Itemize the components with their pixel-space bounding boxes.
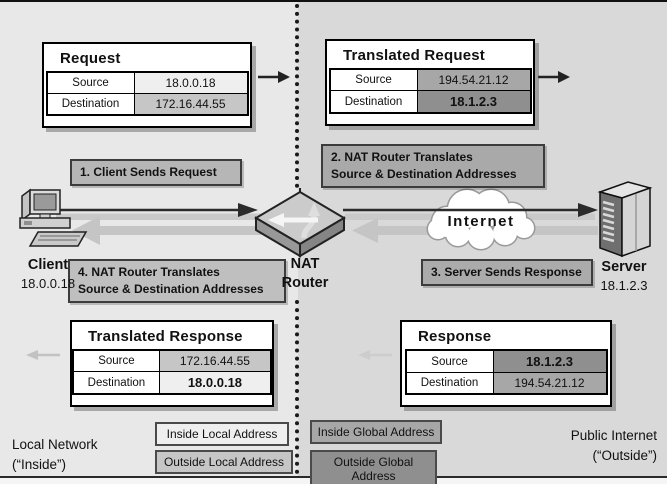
translated-request-address-table: Source 194.54.21.12 Destination 18.1.2.3 [328,68,532,114]
address-row-value: 18.0.0.18 [158,371,272,395]
server-address: 18.1.2.3 [600,277,648,293]
public-zone-line1: Public Internet [570,428,657,443]
server-node-label: Server 18.1.2.3 [584,258,664,294]
table-row: Source 18.1.2.3 [405,349,607,373]
internet-cloud-icon: Internet [426,188,536,251]
nat-router-name-line2: Router [281,274,329,291]
network-boundary-divider-bottom [295,300,299,474]
client-name: Client [27,257,69,273]
legend-inside-global-text: Inside Global Address [317,425,435,439]
client-address: 18.0.0.18 [20,275,76,291]
legend-inside-local-text: Inside Local Address [166,427,278,441]
public-internet-zone-label: Public Internet (“Outside”) [571,426,657,465]
legend-outside-global-address: Outside Global Address [310,450,437,484]
client-computer-icon [19,188,88,247]
nat-router-name-line1: NAT [290,256,320,272]
legend-inside-local-address: Inside Local Address [155,422,289,446]
step-2-label: 2. NAT Router Translates Source & Destin… [321,144,545,188]
address-row-label: Destination [72,371,160,395]
legend-outside-local-text: Outside Local Address [163,455,285,469]
request-panel-title: Request [60,50,121,67]
step-2-line2: Source & Destination Addresses [331,166,517,181]
response-panel-title: Response [418,328,492,345]
table-row: Destination 194.54.21.12 [405,372,607,395]
address-row-label: Destination [46,93,135,116]
legend-outside-global-text: Outside Global Address [333,455,414,483]
translated-request-panel: Translated Request Source 194.54.21.12 D… [325,39,535,126]
address-row-label: Source [46,71,135,94]
address-row-value: 18.0.0.18 [133,71,248,94]
step-4-label: 4. NAT Router Translates Source & Destin… [68,259,286,303]
response-panel: Response Source 18.1.2.3 Destination 194… [400,320,612,407]
translated-response-address-table: Source 172.16.44.55 Destination 18.0.0.1… [72,349,272,395]
server-tower-icon [597,181,653,258]
request-address-table: Source 18.0.0.18 Destination 172.16.44.5… [45,71,249,116]
table-row: Source 172.16.44.55 [72,349,272,372]
address-row-value: 172.16.44.55 [133,93,248,116]
table-row: Destination 18.1.2.3 [329,90,531,114]
translated-response-return-arrow-icon [26,350,60,360]
public-zone-line2: (“Outside”) [592,447,657,463]
packet-flow-arrows-icon: Internet [56,188,598,251]
local-zone-line2: (“Inside”) [12,456,67,472]
table-row: Destination 18.0.0.18 [72,371,272,395]
address-row-value: 18.1.2.3 [492,349,607,373]
response-return-arrow-icon [358,350,392,360]
local-zone-line1: Local Network [12,437,98,452]
translated-request-panel-title: Translated Request [343,47,485,64]
address-row-value: 194.54.21.12 [416,68,531,91]
network-boundary-divider-top [295,4,299,188]
translated-response-panel: Translated Response Source 172.16.44.55 … [70,320,274,407]
table-row: Destination 172.16.44.55 [46,93,248,116]
step-3-label: 3. Server Sends Response [421,259,593,286]
request-forward-arrow-icon [258,71,290,83]
address-row-value: 194.54.21.12 [492,372,607,395]
table-row: Source 18.0.0.18 [46,71,248,94]
legend-inside-global-address: Inside Global Address [310,420,442,444]
nat-router-icon [254,188,346,258]
address-row-label: Source [405,349,494,373]
step-3-text: 3. Server Sends Response [431,265,582,279]
step-2-line1: 2. NAT Router Translates [331,150,473,164]
address-row-label: Destination [329,90,418,114]
address-row-label: Destination [405,372,494,395]
step-1-text: 1. Client Sends Request [80,165,217,179]
address-row-label: Source [72,349,160,372]
translated-request-forward-arrow-icon [538,71,570,83]
translated-response-panel-title: Translated Response [88,328,243,345]
internet-label: Internet [447,213,514,230]
table-row: Source 194.54.21.12 [329,68,531,91]
legend-outside-local-address: Outside Local Address [155,450,293,474]
client-node-label: Client 18.0.0.18 [0,256,96,292]
server-name: Server [601,259,647,275]
step-4-line1: 4. NAT Router Translates [78,265,220,279]
address-row-value: 172.16.44.55 [158,349,272,372]
step-4-line2: Source & Destination Addresses [78,281,264,296]
request-panel: Request Source 18.0.0.18 Destination 172… [42,42,252,128]
response-address-table: Source 18.1.2.3 Destination 194.54.21.12 [404,349,608,395]
address-row-label: Source [329,68,418,91]
nat-router-node-label: NAT Router [276,255,334,293]
local-network-zone-label: Local Network (“Inside”) [12,435,98,474]
step-1-label: 1. Client Sends Request [70,159,242,186]
address-row-value: 18.1.2.3 [416,90,531,114]
